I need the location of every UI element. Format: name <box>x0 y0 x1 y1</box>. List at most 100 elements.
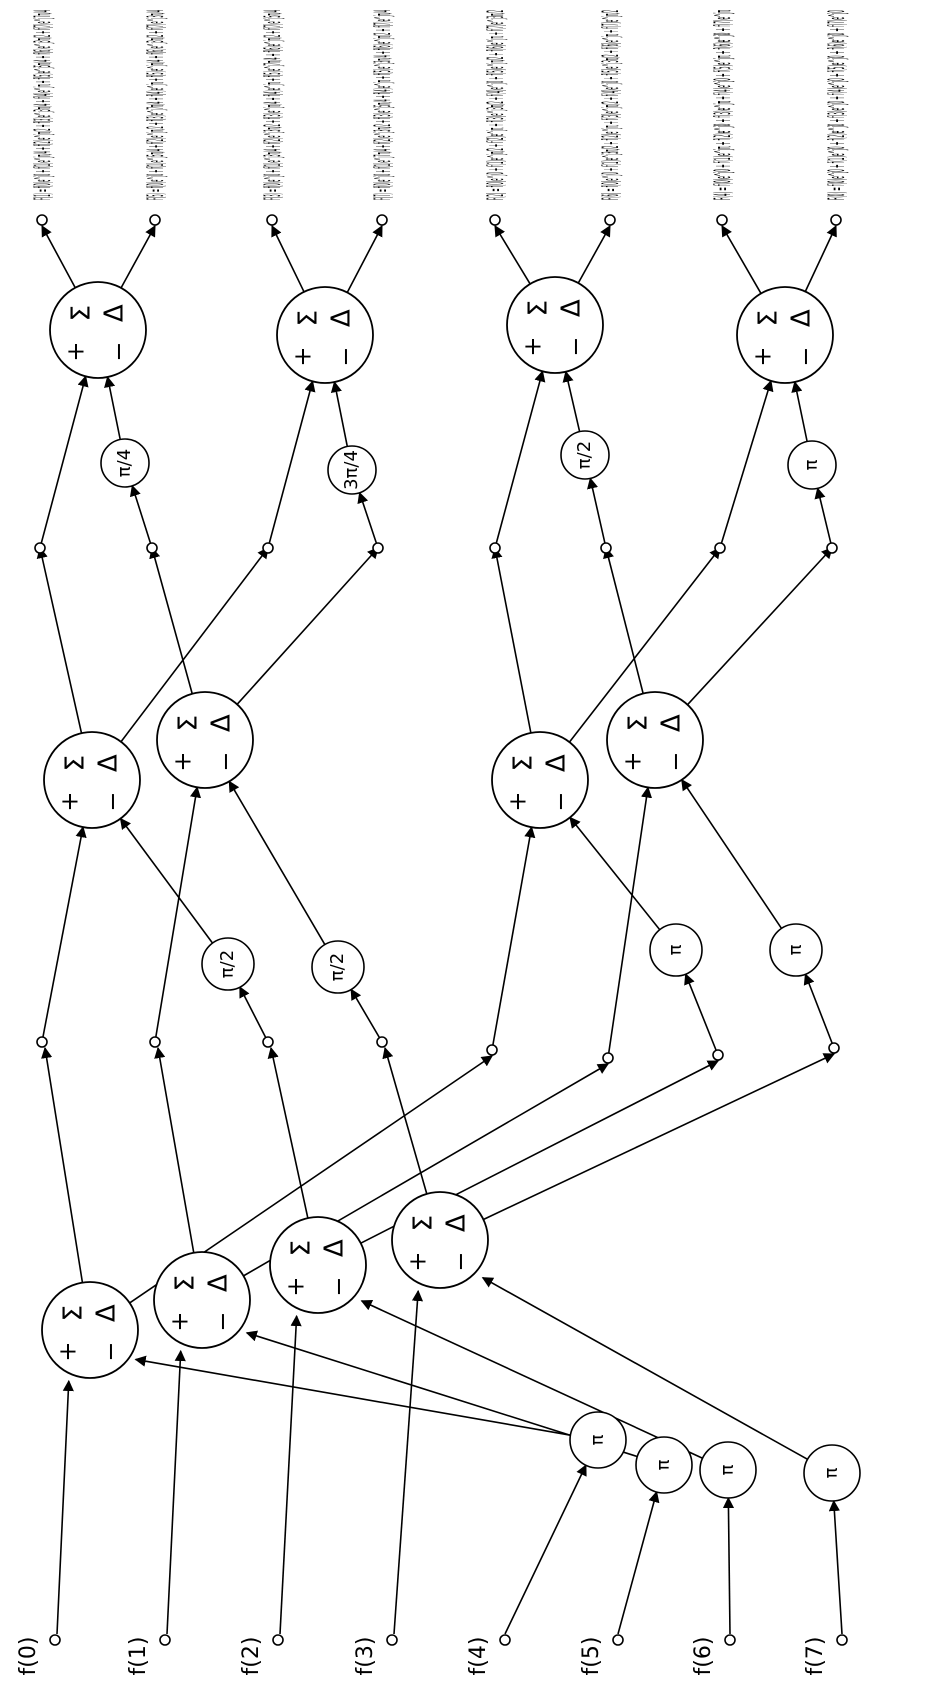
signal-arrow <box>607 786 653 1059</box>
phase-circle <box>100 438 150 488</box>
signal-arrow <box>577 225 611 284</box>
signal-arrow <box>686 547 833 706</box>
sum-symbol: Σ <box>624 715 654 731</box>
signal-arrow <box>267 1046 309 1219</box>
input-label-7: f(7) <box>803 1637 828 1676</box>
stage1-junction-2 <box>262 1036 274 1048</box>
input-label-2: f(2) <box>239 1637 264 1676</box>
phase-circle <box>569 1411 627 1469</box>
signal-arrow <box>722 1496 735 1635</box>
signal-arrow <box>279 1314 302 1635</box>
stage2-junction-0 <box>34 542 46 554</box>
sum-symbol: Σ <box>754 310 784 326</box>
signal-arrow <box>346 225 383 293</box>
phase-label: 3π/4 <box>341 450 362 490</box>
signal-arrow <box>568 547 721 743</box>
stage1-junction-3 <box>376 1036 388 1048</box>
phase-label: π <box>587 1434 608 1445</box>
input-label-4: f(4) <box>466 1637 491 1676</box>
signal-arrow <box>791 380 808 442</box>
signal-arrow <box>569 816 661 931</box>
signal-arrow <box>39 375 89 549</box>
adder-circle <box>506 276 604 374</box>
plus-sign: + <box>618 752 646 772</box>
output-equation-1: F(5) = f(0)e^j0 + f(1)e^j5π/4 + f(2)e^jπ… <box>144 10 169 200</box>
phase-circle <box>769 923 823 977</box>
signal-arrow <box>494 370 546 549</box>
adder-circle <box>491 731 589 829</box>
sum-symbol: Σ <box>524 300 554 316</box>
stage1-junction-6 <box>712 1049 724 1061</box>
adder-circle <box>43 731 141 829</box>
diff-symbol: Δ <box>203 1274 233 1292</box>
diff-symbol: Δ <box>441 1214 471 1232</box>
signal-arrow <box>382 1046 428 1195</box>
stage2-junction-1 <box>146 542 158 554</box>
signal-arrow <box>504 1464 587 1635</box>
phase-label: π/2 <box>327 953 348 981</box>
signal-arrow <box>166 1349 186 1635</box>
signal-arrow <box>104 375 122 440</box>
phase-circle <box>311 940 365 994</box>
diff-symbol: Δ <box>656 714 686 732</box>
phase-label: π <box>785 944 806 955</box>
signal-arrow <box>330 380 349 447</box>
signal-arrow <box>617 1490 660 1635</box>
input-label-6: f(6) <box>691 1637 716 1676</box>
phase-circle <box>787 440 837 490</box>
signal-arrow <box>236 547 379 705</box>
minus-sign: − <box>562 337 590 357</box>
diff-symbol: Δ <box>99 304 129 322</box>
sum-symbol: Σ <box>294 310 324 326</box>
stage1-junction-0 <box>36 1036 48 1048</box>
output-node-0 <box>36 214 48 226</box>
adder-circle <box>391 1191 489 1289</box>
input-label-1: f(1) <box>126 1637 151 1676</box>
plus-sign: + <box>288 347 316 367</box>
sum-symbol: Σ <box>509 755 539 771</box>
diff-symbol: Δ <box>786 309 816 327</box>
input-node-7 <box>836 1634 848 1646</box>
signal-paths <box>36 224 843 1635</box>
plus-sign: + <box>281 1277 309 1297</box>
signal-arrow <box>120 547 269 743</box>
diff-symbol: Δ <box>541 754 571 772</box>
signal-arrow <box>129 484 153 549</box>
phase-label: π/2 <box>217 950 238 978</box>
output-equation-3: F(7) = f(0)e^j0 + f(1)e^j7π/4 + f(2)e^j3… <box>371 10 396 200</box>
minus-sign: − <box>212 752 240 772</box>
adder-circle <box>49 281 147 379</box>
signal-arrow <box>587 477 607 549</box>
signal-arrow <box>36 546 83 734</box>
stage1-junction-7 <box>828 1042 840 1054</box>
sum-symbol: Σ <box>287 1240 317 1256</box>
signal-arrow <box>154 1046 195 1253</box>
output-node-6 <box>716 214 728 226</box>
input-node-5 <box>612 1634 624 1646</box>
signal-arrow <box>803 973 835 1049</box>
phase-label: π/4 <box>114 449 135 477</box>
signal-arrow <box>119 817 214 944</box>
input-node-3 <box>386 1634 398 1646</box>
sum-symbol: Σ <box>171 1275 201 1291</box>
signal-arrow <box>481 1276 808 1461</box>
signal-arrow <box>684 973 719 1056</box>
input-node-4 <box>499 1634 511 1646</box>
plus-sign: + <box>53 1342 81 1362</box>
output-equation-0: F(1) = f(0)e^j0 + f(1)e^jπ/4 + f(2)e^jπ/… <box>31 10 56 200</box>
adder-circle <box>606 691 704 789</box>
phase-label: π <box>653 1459 674 1470</box>
minus-sign: − <box>792 347 820 367</box>
signal-arrow <box>350 988 383 1043</box>
output-equation-6: F(4) = f(0)e^j0 + f(1)e^jπ + f(2)e^j0 + … <box>711 10 736 200</box>
adder-circle <box>736 286 834 384</box>
diff-symbol: Δ <box>326 309 356 327</box>
phase-circle <box>635 1436 693 1494</box>
adder-circle <box>269 1216 367 1314</box>
signal-arrow <box>828 1499 843 1635</box>
